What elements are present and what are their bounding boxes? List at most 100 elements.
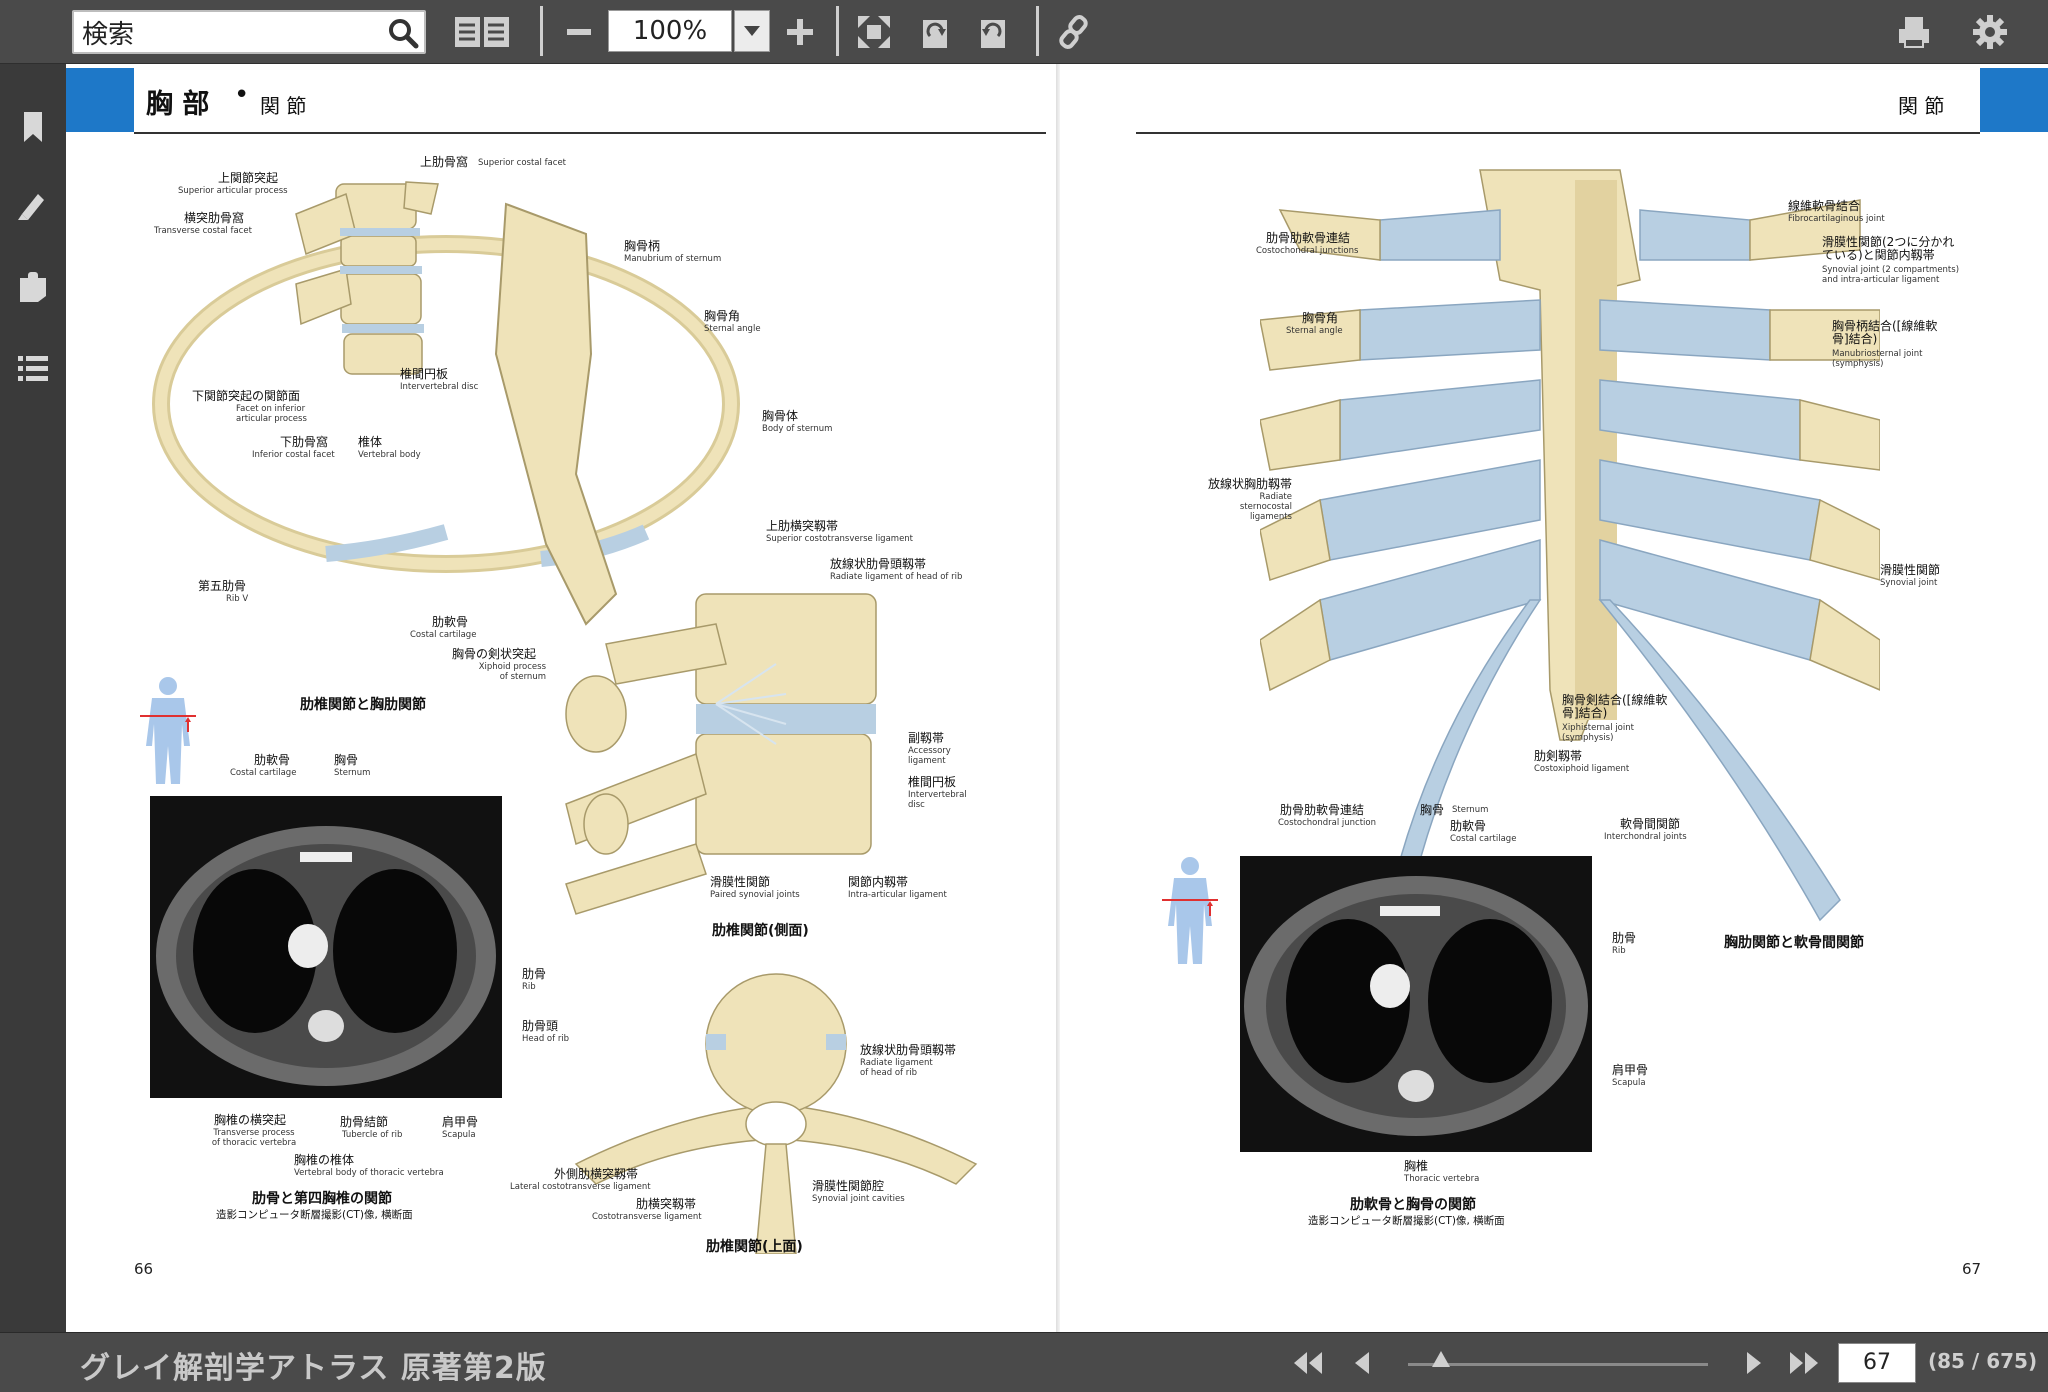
zoom-out-icon[interactable]	[560, 8, 598, 56]
book-title: グレイ解剖学アトラス 原著第2版	[80, 1351, 547, 1386]
page-header-subtitle: 関 節	[1898, 94, 1945, 118]
label-radiate-ligament-head-rib-en: Radiate ligament of head of rib	[830, 572, 963, 582]
search-icon[interactable]	[386, 16, 420, 50]
caption-ct-cartilage-sternum-sub: 造影コンピュータ断層撮影(CT)像, 横断面	[1308, 1215, 1505, 1227]
toolbar-separator	[836, 6, 839, 56]
label-rib-v: 第五肋骨	[198, 579, 247, 593]
caption-costovertebral-superior: 肋椎関節(上面)	[706, 1239, 803, 1255]
zoom-level[interactable]: 100%	[608, 10, 732, 52]
page-header-title: 胸 部	[146, 89, 210, 120]
search-box[interactable]	[72, 10, 426, 54]
header-rule	[1136, 132, 1980, 134]
page-number-input[interactable]: 67	[1838, 1343, 1916, 1383]
next-page-icon[interactable]	[1740, 1345, 1768, 1381]
page-slider-thumb[interactable]	[1432, 1351, 1450, 1367]
label-xiphoid-process-en: Xiphoid process of sternum	[478, 662, 546, 682]
label-vertebral-body: 椎体	[358, 435, 383, 449]
ct-label-head-of-rib: 肋骨頭	[522, 1019, 559, 1033]
zoom-dropdown-icon[interactable]	[734, 10, 770, 52]
label-intervertebral-disc-en: Intervertebral disc	[400, 382, 479, 392]
settings-gear-icon[interactable]	[1966, 8, 2014, 56]
page-gutter	[1056, 64, 1060, 1332]
label-costoxiphoid-ligament: 肋剣靱帯	[1534, 749, 1583, 763]
label-fibrocartilaginous-joint: 線維軟骨結合	[1788, 199, 1861, 213]
label-intervertebral-disc-2-en: Intervertebral disc	[908, 790, 967, 810]
label-body-of-sternum-en: Body of sternum	[762, 424, 833, 434]
label-intra-articular-ligament-en: Intra-articular ligament	[848, 890, 947, 900]
label-manubriosternal-joint: 胸骨柄結合([線維軟骨]結合)	[1832, 319, 1938, 347]
search-input[interactable]	[82, 16, 382, 48]
label-xiphoid-process: 胸骨の剣状突起	[452, 647, 537, 661]
label-sternal-angle: 胸骨角	[704, 309, 741, 323]
label-radiate-sternocostal-ligaments-en: Radiate sternocostal ligaments	[1239, 492, 1292, 522]
page-number-right: 67	[1962, 1260, 1982, 1278]
top-label-synovial-cavities: 滑膜性関節腔	[812, 1179, 885, 1193]
chapter-tab	[1980, 68, 2048, 132]
label-facet-inferior-articular: 下関節突起の関節面	[192, 389, 301, 403]
pen-annotation-icon[interactable]	[10, 182, 56, 228]
label-superior-articular-process: 上関節突起	[218, 171, 279, 185]
label-manubrium-en: Manubrium of sternum	[624, 254, 722, 264]
label-costal-cartilage-en: Costal cartilage	[410, 630, 477, 640]
ct-label-transverse-process-en: Transverse process of thoracic vertebra	[211, 1128, 297, 1148]
ct-label-vertebral-body-en: Vertebral body of thoracic vertebra	[294, 1168, 444, 1178]
ct-label-sternum-right-en: Sternum	[1452, 805, 1489, 815]
caption-costovertebral-sternocostal: 肋椎関節と胸肋関節	[300, 697, 426, 713]
label-radiate-ligament-head-rib: 放線状肋骨頭靱帯	[830, 557, 927, 571]
two-page-view-icon[interactable]	[452, 8, 512, 56]
costovertebral-sternocostal-illustration	[152, 181, 740, 626]
ct-label-costochondral-junction-en: Costochondral junction	[1278, 818, 1376, 828]
link-icon[interactable]	[1052, 8, 1096, 56]
label-xiphisternal-joint-en: Xiphisternal joint (symphysis)	[1562, 723, 1634, 743]
label-fibrocartilaginous-joint-en: Fibrocartilaginous joint	[1788, 214, 1885, 224]
last-page-icon[interactable]	[1786, 1345, 1822, 1381]
label-sternal-angle-en: Sternal angle	[704, 324, 761, 334]
fit-page-icon[interactable]	[852, 8, 896, 56]
ct-label-rib-right-en: Rib	[1612, 946, 1626, 956]
top-label-synovial-cavities-en: Synovial joint cavities	[812, 1194, 905, 1204]
rotate-counterclockwise-icon[interactable]	[972, 8, 1012, 56]
label-transverse-costal-facet-en: Transverse costal facet	[154, 226, 252, 236]
page-slider-track[interactable]	[1408, 1363, 1708, 1366]
table-of-contents-icon[interactable]	[10, 346, 56, 392]
ct-image-sternum	[1240, 856, 1592, 1152]
label-sternal-angle-right: 胸骨角	[1302, 311, 1339, 325]
ct-label-costal-cartilage-en: Costal cartilage	[230, 768, 297, 778]
label-inferior-costal-facet-en: Inferior costal facet	[252, 450, 335, 460]
top-label-costotransverse-en: Costotransverse ligament	[592, 1212, 702, 1222]
sticky-note-icon[interactable]	[10, 264, 56, 310]
rotate-clockwise-icon[interactable]	[916, 8, 956, 56]
label-paired-synovial-joints: 滑膜性関節	[710, 875, 771, 889]
caption-ct-rib-thoracic: 肋骨と第四胸椎の関節	[252, 1191, 392, 1207]
previous-page-icon[interactable]	[1348, 1345, 1376, 1381]
body-level-indicator-icon	[140, 677, 196, 784]
ct-label-thoracic-vertebra: 胸椎	[1404, 1159, 1429, 1173]
print-icon[interactable]	[1890, 8, 1938, 56]
bookmark-icon[interactable]	[10, 104, 56, 150]
ct-label-sternum: 胸骨	[334, 753, 359, 767]
label-synovial-joint-2-compartments-en: Synovial joint (2 compartments) and intr…	[1822, 265, 1960, 285]
label-costochondral-junctions-en: Costochondral junctions	[1256, 246, 1359, 256]
label-intra-articular-ligament: 関節内靱帯	[848, 875, 909, 889]
ct-label-scapula-right: 肩甲骨	[1612, 1063, 1649, 1077]
label-sternal-angle-right-en: Sternal angle	[1286, 326, 1343, 336]
bottom-navigation-bar: グレイ解剖学アトラス 原著第2版 67 (85 / 675)	[0, 1332, 2048, 1392]
label-manubriosternal-joint-en: Manubriosternal joint (symphysis)	[1832, 349, 1923, 369]
zoom-in-icon[interactable]	[780, 8, 820, 56]
ct-label-tubercle-of-rib: 肋骨結節	[340, 1115, 389, 1129]
ct-image-thoracic-vertebra	[150, 796, 502, 1098]
label-accessory-ligament: 副靱帯	[908, 731, 945, 745]
ct-label-head-of-rib-en: Head of rib	[522, 1034, 570, 1044]
label-inferior-costal-facet: 下肋骨窩	[280, 435, 329, 449]
toolbar-separator	[1036, 6, 1039, 56]
top-label-radiate-ligament-en: Radiate ligament of head of rib	[860, 1058, 933, 1078]
label-paired-synovial-joints-en: Paired synovial joints	[710, 890, 800, 900]
page-header-subtitle: 関 節	[260, 94, 307, 118]
ct-label-tubercle-of-rib-en: Tubercle of rib	[342, 1130, 403, 1140]
top-label-lateral-costotransverse-en: Lateral costotransverse ligament	[510, 1182, 651, 1192]
label-superior-costal-facet: 上肋骨窩	[420, 155, 469, 169]
label-transverse-costal-facet: 横突肋骨窩	[184, 211, 245, 225]
label-superior-costotransverse-ligament: 上肋横突靱帯	[766, 519, 839, 533]
toolbar-separator	[540, 6, 543, 56]
first-page-icon[interactable]	[1290, 1345, 1326, 1381]
